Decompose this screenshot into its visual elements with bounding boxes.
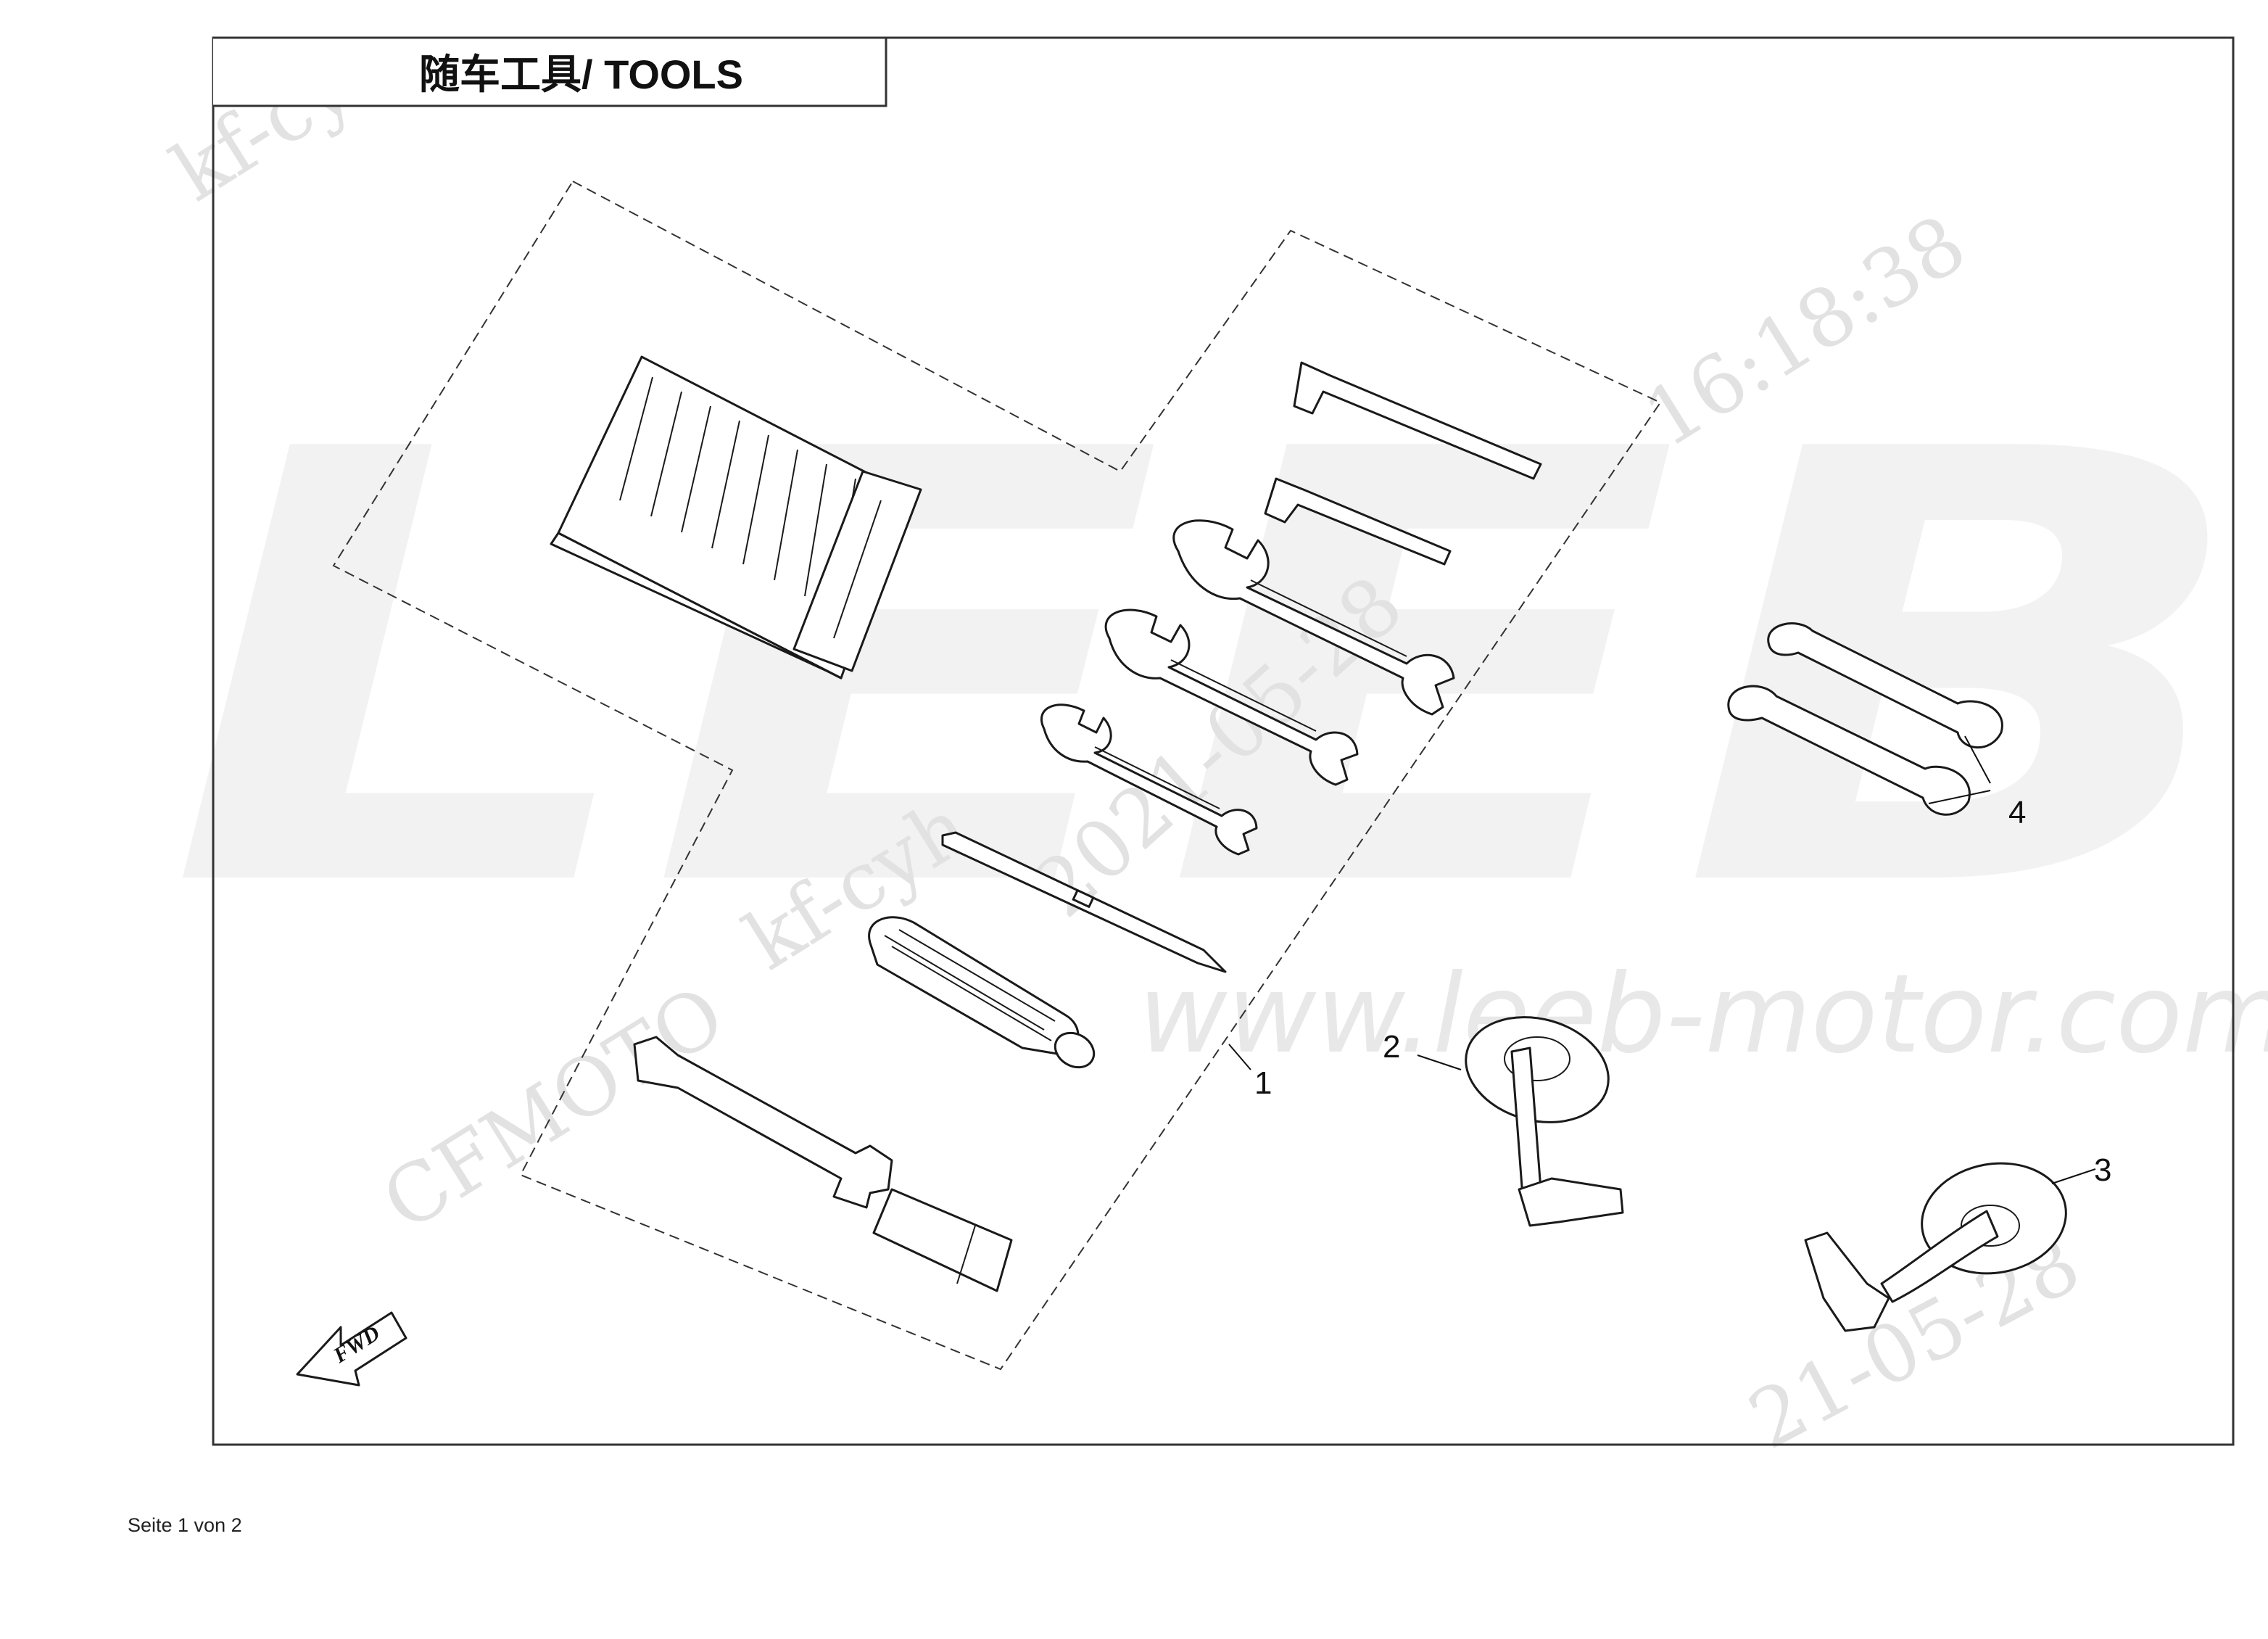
wrench-large [1172,519,1455,716]
tool-pouch [550,355,922,680]
toolkit-boundary [332,180,1662,1371]
drawing-frame [212,36,2235,1446]
screwdriver-handle [868,916,1096,1069]
screwdriver-shaft [941,831,1227,973]
callout-3: 3 [2094,1152,2111,1188]
callout-1: 1 [1254,1065,1272,1101]
leader-lines [1228,735,2096,1184]
watermark-url: www.leeb-motor.com [1138,951,2268,1078]
mirror-left [1465,1016,1624,1227]
hex-key-large [1293,361,1542,480]
wrench-medium [1104,608,1359,786]
hex-key-small [1264,477,1452,566]
callout-4: 4 [2008,795,2026,830]
wrench-small [1040,703,1258,856]
page-title: 随车工具/ TOOLS [419,51,743,97]
callout-2: 2 [1383,1029,1400,1065]
socket-wrench [633,1036,1013,1292]
fwd-arrow: FWD [296,1311,407,1387]
watermark-brand: LEEB [167,326,2255,1018]
mirror-right [1804,1162,2067,1332]
title-block: 随车工具/ TOOLS [213,36,887,107]
page-footer: Seite 1 von 2 [128,1514,242,1536]
